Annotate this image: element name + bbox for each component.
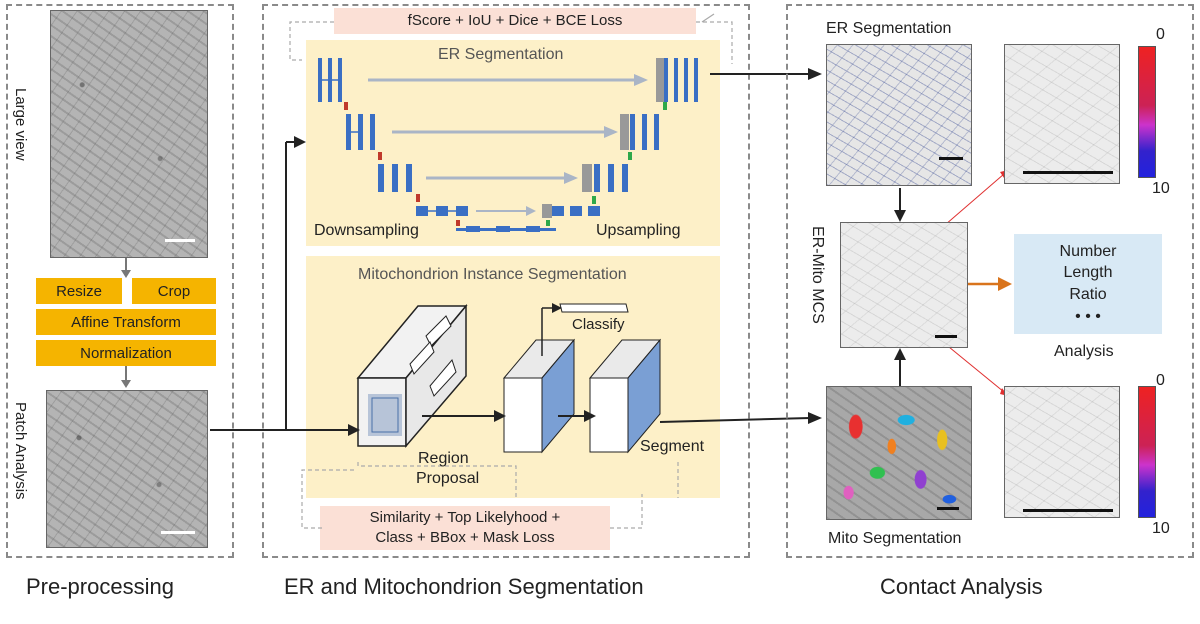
- scale-bar: [937, 507, 959, 510]
- analysis-box: Number Length Ratio • • •: [1014, 234, 1162, 334]
- segmentation-panel: [262, 4, 750, 558]
- normalization-step: Normalization: [36, 340, 216, 366]
- large-view-label: Large view: [12, 88, 29, 161]
- scale-bar: [161, 531, 195, 534]
- downsampling-label: Downsampling: [314, 222, 419, 239]
- er-zoom-image: [1004, 44, 1120, 184]
- preprocessing-title: Pre-processing: [26, 574, 174, 599]
- region-proposal-block: [356, 303, 468, 449]
- decoder-block-1: [656, 58, 698, 102]
- er-segmentation-image: [826, 44, 972, 186]
- loss-bottom-line-1: Similarity + Top Likelyhood +: [369, 508, 561, 526]
- analysis-length: Length: [1063, 264, 1113, 282]
- colorbar-top-max: 10: [1152, 180, 1170, 197]
- decoder-block-3: [582, 164, 628, 192]
- classify-label: Classify: [572, 316, 625, 333]
- analysis-label: Analysis: [1054, 343, 1114, 360]
- mito-seg-title: Mitochondrion Instance Segmentation: [358, 266, 627, 283]
- segmentation-title: ER and Mitochondrion Segmentation: [284, 574, 644, 599]
- encoder-block-3: [378, 164, 412, 192]
- affine-transform-step: Affine Transform: [36, 309, 216, 335]
- loss-bottom-box: Similarity + Top Likelyhood + Class + BB…: [320, 506, 610, 550]
- colorbar-bottom: [1138, 386, 1156, 518]
- large-view-image: [50, 10, 208, 258]
- patch-analysis-label: Patch Analysis: [12, 402, 29, 500]
- arrow-large-to-steps: [121, 258, 131, 278]
- feature-block-2: [588, 338, 662, 454]
- scale-bar: [1023, 509, 1113, 512]
- crop-step: Crop: [132, 278, 216, 304]
- region-proposal-label-2: Proposal: [416, 470, 480, 487]
- arrow-steps-to-patch: [121, 366, 131, 388]
- bottleneck: [416, 206, 556, 232]
- upsample-bottleneck: [542, 196, 600, 226]
- unet-diagram: [318, 58, 698, 232]
- analysis-number: Number: [1059, 242, 1117, 260]
- classify-head: [541, 303, 629, 356]
- mcs-image: [840, 222, 968, 348]
- er-seg-title: ER Segmentation: [438, 46, 564, 63]
- er-seg-output-label: ER Segmentation: [826, 20, 952, 37]
- scale-bar: [939, 157, 963, 160]
- analysis-ratio: Ratio: [1069, 286, 1107, 303]
- patch-image: [46, 390, 208, 548]
- mask-rcnn-diagram: [356, 303, 679, 498]
- encoder-block-1: [318, 58, 342, 102]
- region-proposal-label-1: Region: [418, 450, 469, 467]
- resize-step: Resize: [36, 278, 122, 304]
- scale-bar: [935, 335, 957, 338]
- mito-seg-output-label: Mito Segmentation: [828, 530, 962, 547]
- segment-label: Segment: [640, 438, 705, 455]
- feature-block-1: [502, 338, 576, 454]
- encoder-block-2: [346, 114, 375, 150]
- scale-bar: [165, 239, 195, 242]
- loss-top-box: fScore + IoU + Dice + BCE Loss: [334, 8, 696, 34]
- colorbar-top: [1138, 46, 1156, 178]
- preprocessing-panel: [6, 4, 234, 558]
- loss-feedback-lines: [289, 13, 733, 529]
- er-mito-mcs-label: ER-Mito MCS: [809, 226, 826, 324]
- colorbar-bottom-max: 10: [1152, 520, 1170, 537]
- colorbar-top-min: 0: [1156, 26, 1165, 43]
- decoder-block-2: [620, 114, 659, 150]
- analysis-more: • • •: [1075, 307, 1101, 325]
- colorbar-bottom-min: 0: [1156, 372, 1165, 389]
- contact-panel: [786, 4, 1194, 558]
- mito-segmentation-image: [826, 386, 972, 520]
- loss-bottom-line-2: Class + BBox + Mask Loss: [375, 529, 555, 546]
- scale-bar: [1023, 171, 1113, 174]
- contact-title: Contact Analysis: [880, 574, 1043, 599]
- upsampling-label: Upsampling: [596, 222, 681, 239]
- mito-zoom-image: [1004, 386, 1120, 518]
